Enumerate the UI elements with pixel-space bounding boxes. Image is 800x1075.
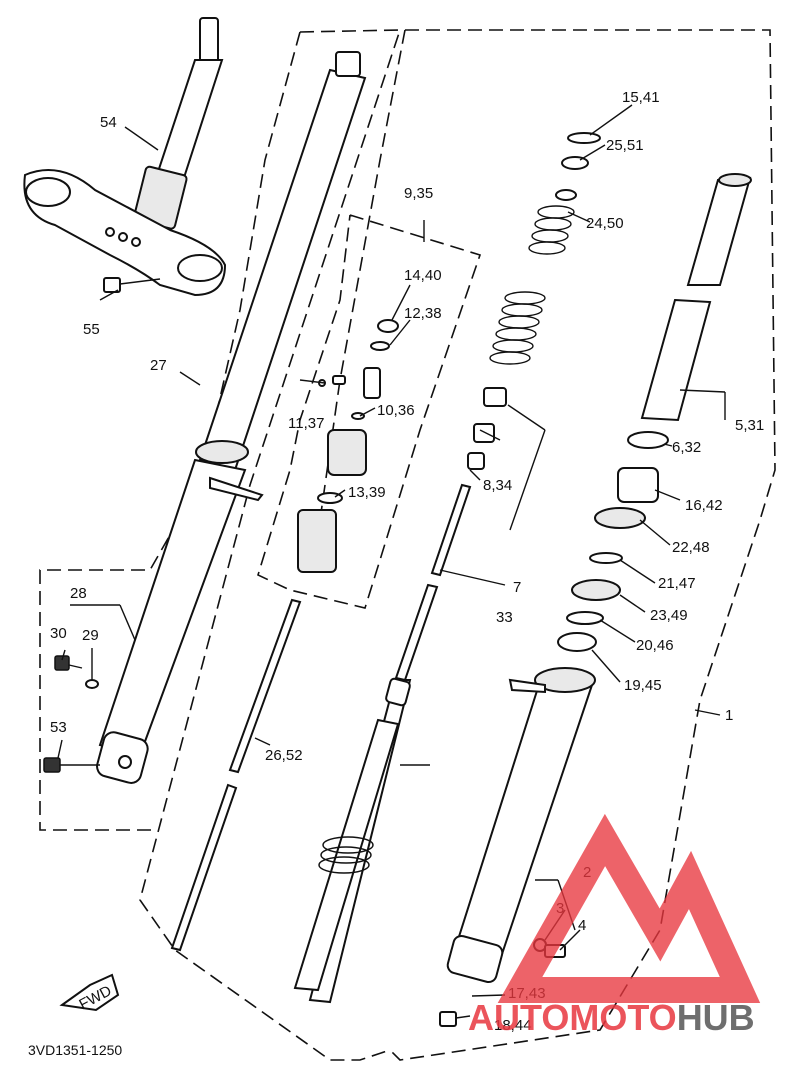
callout-4: 4: [578, 917, 586, 934]
callout-54: 54: [100, 114, 117, 131]
svg-text:AUTOMOTOHUB: AUTOMOTOHUB: [468, 997, 755, 1038]
diagram-code: 3VD1351-1250: [28, 1042, 122, 1058]
logo-part-hub: HUB: [677, 997, 755, 1038]
callout-12-38: 12,38: [404, 305, 442, 322]
callout-29: 29: [82, 627, 99, 644]
callout-19-45: 19,45: [624, 677, 662, 694]
bolt-18-44: [439, 1011, 471, 1027]
fwd-arrow: FWD: [59, 973, 120, 1013]
callout-25-51: 25,51: [606, 137, 644, 154]
callout-16-42: 16,42: [685, 497, 723, 514]
lower-bracket: [23, 169, 227, 297]
bolt-30: [54, 655, 83, 671]
group-outline-9-35: [257, 214, 482, 609]
fork-tube-right-parts: [557, 173, 752, 652]
callout-27: 27: [150, 357, 167, 374]
steering-stem: [133, 17, 224, 230]
bolt-55: [103, 277, 161, 293]
callout-11-37: 11,37: [288, 415, 324, 432]
fork-spring: [430, 132, 601, 577]
callout-6-32: 6,32: [672, 439, 701, 456]
damper-rod-26-52: [170, 598, 302, 952]
outer-tube-left: [96, 51, 367, 784]
callout-26-52: 26,52: [265, 747, 303, 764]
outer-tube-right: [446, 667, 596, 984]
callout-5-31: 5,31: [735, 417, 764, 434]
callout-22-48: 22,48: [672, 539, 710, 556]
group-outline-27: [39, 29, 402, 1061]
inner-tube-center: [293, 583, 439, 1004]
callout-23-49: 23,49: [650, 607, 688, 624]
logo-part-moto: MOTO: [569, 997, 676, 1038]
callout-55: 55: [83, 321, 100, 338]
callout-24-50: 24,50: [586, 215, 624, 232]
logo-part-auto: AUTO: [468, 997, 569, 1038]
callout-33: 33: [496, 609, 513, 626]
callout-15-41: 15,41: [622, 89, 660, 106]
callout-9-35: 9,35: [404, 185, 433, 202]
cylinder-parts: [297, 319, 399, 573]
callout-7: 7: [513, 579, 521, 596]
callout-30: 30: [50, 625, 67, 642]
callout-1: 1: [725, 707, 733, 724]
callout-28: 28: [70, 585, 87, 602]
automotohub-logo: AUTOMOTOHUB: [468, 813, 761, 1038]
callout-18-44: 18,44: [494, 1017, 532, 1034]
callout-53: 53: [50, 719, 67, 736]
washer-29: [85, 679, 99, 689]
callout-10-36: 10,36: [377, 402, 415, 419]
bolt-53: [43, 757, 100, 773]
callout-8-34: 8,34: [483, 477, 512, 494]
callout-20-46: 20,46: [636, 637, 674, 654]
callout-21-47: 21,47: [658, 575, 696, 592]
callout-14-40: 14,40: [404, 267, 442, 284]
callout-13-39: 13,39: [348, 484, 386, 501]
